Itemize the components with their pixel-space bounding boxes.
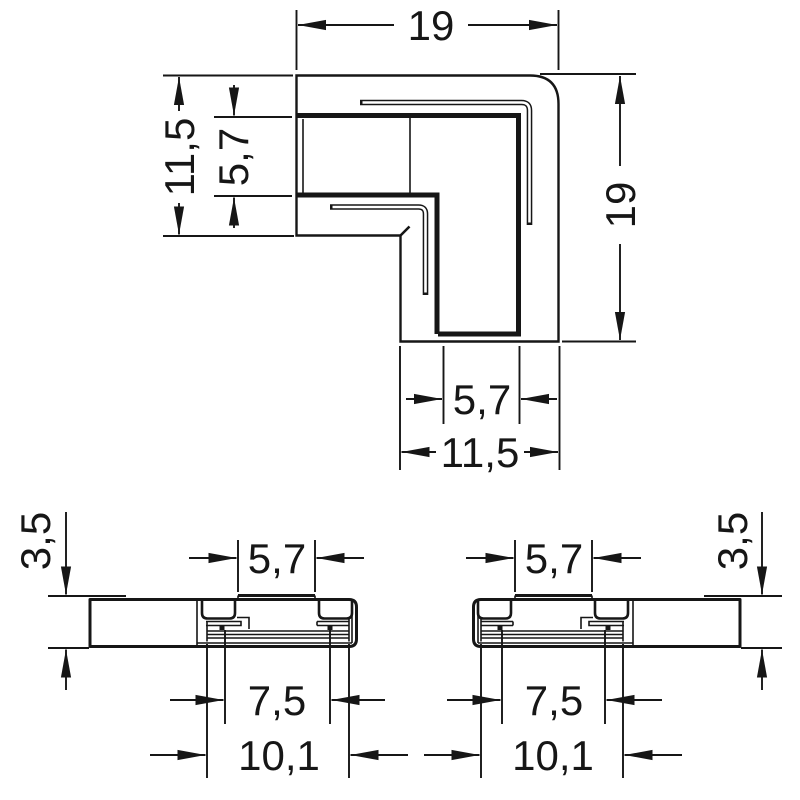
dim-ls-base-span: 10,1 bbox=[150, 644, 408, 779]
clip-detent-dot-left bbox=[219, 626, 225, 630]
dim-label-ls-height: 3,5 bbox=[12, 512, 59, 570]
pocket-left bbox=[200, 601, 237, 620]
dim-rs-height: 3,5 bbox=[704, 512, 782, 690]
clip-side-walls bbox=[206, 619, 350, 642]
clip-hook-plates bbox=[206, 620, 242, 627]
dim-label-rs-height: 3,5 bbox=[709, 512, 756, 570]
extension-line bbox=[237, 540, 316, 592]
dim-label-rs-clip-span: 7,5 bbox=[525, 677, 583, 724]
left-section-dimensions: 3,5 5,7 7,5 10,1 bbox=[12, 512, 408, 779]
right-section-view-geometry bbox=[472, 594, 742, 648]
pocket-right bbox=[317, 601, 354, 620]
extension-line bbox=[163, 74, 294, 237]
dim-label-left-channel-opening: 5,7 bbox=[210, 128, 257, 186]
dim-ls-clip-span: 7,5 bbox=[170, 630, 385, 724]
dim-label-ls-base-span: 10,1 bbox=[238, 732, 320, 779]
right-section-dimensions: 3,5 5,7 7,5 10,1 bbox=[424, 512, 782, 779]
dim-overall-width-top: 19 bbox=[295, 2, 560, 70]
top-plateau-ends bbox=[237, 595, 316, 600]
section-outline bbox=[88, 598, 358, 648]
dim-bottom-channel-opening: 5,7 bbox=[406, 346, 557, 424]
dim-rs-clip-span: 7,5 bbox=[447, 630, 662, 724]
top-view-corner-piece bbox=[295, 74, 560, 343]
extension-line bbox=[501, 630, 606, 724]
spring-clip-lower bbox=[330, 204, 429, 295]
dim-label-bottom-channel-opening: 5,7 bbox=[453, 376, 511, 423]
dim-rs-channel: 5,7 bbox=[466, 535, 641, 592]
extension-line bbox=[214, 116, 292, 197]
top-view-dimensions: 19 19 11,5 5,7 5,7 bbox=[156, 2, 644, 476]
dim-bottom-arm-width: 11,5 bbox=[399, 346, 561, 476]
channel-wall-outer bbox=[296, 113, 521, 337]
dim-label-overall-width: 19 bbox=[408, 2, 455, 49]
spring-clip-upper-inner bbox=[362, 101, 531, 223]
corner-notch-line bbox=[399, 225, 411, 237]
dim-label-left-arm-height: 11,5 bbox=[156, 118, 203, 197]
extension-line bbox=[295, 10, 560, 70]
clip-base-plates bbox=[207, 630, 349, 639]
corner-piece-outline bbox=[295, 74, 560, 343]
clip-hook-tab bbox=[237, 616, 250, 629]
clip-detent-dot-right bbox=[327, 626, 333, 630]
extension-line bbox=[224, 630, 331, 724]
dim-label-bottom-arm-width: 11,5 bbox=[441, 429, 520, 476]
extension-line bbox=[480, 644, 624, 778]
dim-ls-height: 3,5 bbox=[12, 512, 126, 690]
extension-line bbox=[540, 73, 636, 343]
dim-overall-height-right: 19 bbox=[540, 73, 644, 343]
dim-label-ls-clip-span: 7,5 bbox=[248, 677, 306, 724]
left-section-view-geometry bbox=[88, 594, 358, 648]
dim-rs-base-span: 10,1 bbox=[424, 644, 682, 779]
dim-left-arm-height: 11,5 bbox=[156, 74, 294, 237]
extension-line bbox=[206, 644, 350, 778]
extension-line bbox=[442, 346, 521, 424]
dim-left-channel-opening: 5,7 bbox=[210, 85, 292, 228]
dim-label-ls-channel: 5,7 bbox=[248, 535, 306, 582]
channel-wall-inner bbox=[296, 192, 440, 334]
extension-line bbox=[48, 595, 126, 649]
clip-right-plates bbox=[316, 620, 349, 627]
dim-ls-channel: 5,7 bbox=[189, 535, 364, 592]
extension-line bbox=[514, 540, 593, 592]
extension-line bbox=[704, 595, 782, 649]
extension-line bbox=[399, 346, 561, 470]
dim-label-overall-height: 19 bbox=[597, 182, 644, 229]
spring-clip-lower-inner bbox=[332, 205, 427, 293]
dim-label-rs-channel: 5,7 bbox=[525, 535, 583, 582]
dim-label-rs-base-span: 10,1 bbox=[512, 732, 594, 779]
